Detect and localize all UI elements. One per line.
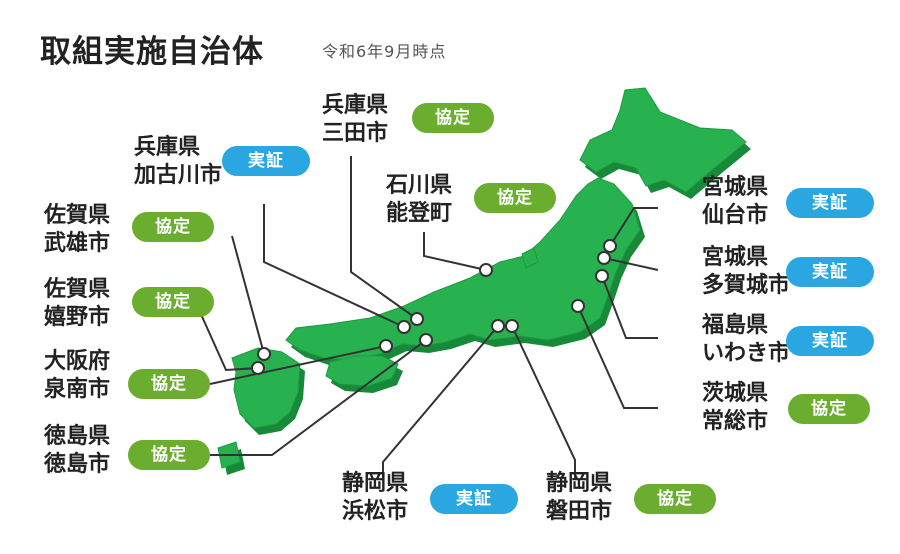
label-shizuoka-hamamatsu: 静岡県 浜松市 — [342, 470, 408, 526]
line-miyagi-sendai — [609, 207, 658, 247]
status-badge-miyagi-tagajo: 実証 — [786, 257, 874, 287]
label-ishikawa-noto: 石川県 能登町 — [386, 172, 452, 228]
pref-name: 兵庫県 — [322, 93, 389, 118]
label-fukushima-iwaki: 福島県 いわき市 — [702, 312, 790, 368]
city-name: 仙台市 — [702, 203, 769, 228]
page-title: 取組実施自治体 — [40, 34, 264, 70]
city-name: いわき市 — [702, 341, 791, 366]
marker-saga-takeo — [257, 347, 271, 361]
status-badge-saga-ureshino: 協定 — [132, 287, 214, 317]
label-tokushima: 徳島県 徳島市 — [44, 423, 110, 479]
label-saga-takeo: 佐賀県 武雄市 — [44, 202, 110, 258]
status-badge-shizuoka-hamamatsu: 実証 — [430, 484, 518, 514]
label-hyogo-kasai: 兵庫県 加古川市 — [134, 134, 222, 190]
line-hyogo-kasai — [263, 204, 405, 328]
status-badge-osaka-sennan: 協定 — [128, 369, 210, 399]
city-name: 三田市 — [322, 121, 389, 146]
city-name: 武雄市 — [44, 231, 111, 256]
city-name: 多賀城市 — [702, 273, 791, 298]
line-tokushima — [210, 339, 427, 456]
marker-ishikawa-noto — [479, 263, 493, 277]
line-osaka-sennan — [209, 345, 387, 385]
label-saga-ureshino: 佐賀県 嬉野市 — [44, 276, 110, 332]
marker-fukushima-iwaki — [595, 269, 609, 283]
hokkaido — [579, 87, 747, 193]
label-hyogo-sanda: 兵庫県 三田市 — [322, 92, 388, 148]
pref-name: 大阪府 — [44, 349, 111, 374]
shikoku — [325, 355, 399, 387]
line-hyogo-sanda — [350, 156, 418, 320]
pref-name: 福島県 — [702, 313, 769, 338]
marker-saga-ureshino — [251, 361, 265, 375]
location-markers — [251, 239, 617, 375]
pref-name: 佐賀県 — [44, 203, 111, 228]
city-name: 嬉野市 — [44, 305, 111, 330]
line-shizuoka-iwata — [511, 325, 576, 480]
marker-miyagi-sendai — [603, 239, 617, 253]
line-fukushima-iwaki — [601, 275, 658, 339]
status-badge-miyagi-sendai: 実証 — [786, 188, 874, 218]
city-name: 常総市 — [702, 409, 769, 434]
pref-name: 兵庫県 — [134, 135, 201, 160]
label-shizuoka-iwata: 静岡県 磐田市 — [546, 470, 612, 526]
marker-miyagi-tagajo — [597, 251, 611, 265]
marker-tokushima — [419, 333, 433, 347]
line-saga-ureshino — [199, 311, 259, 372]
pref-name: 茨城県 — [702, 381, 769, 406]
line-miyagi-tagajo — [603, 257, 659, 271]
city-name: 泉南市 — [44, 377, 111, 402]
pref-name: 静岡県 — [546, 471, 613, 496]
status-badge-ishikawa-noto: 協定 — [474, 183, 556, 213]
pref-name: 宮城県 — [702, 175, 769, 200]
city-name: 磐田市 — [546, 499, 613, 524]
marker-shizuoka-hamamatsu — [491, 319, 505, 333]
pref-name: 佐賀県 — [44, 277, 111, 302]
status-badge-saga-takeo: 協定 — [132, 212, 214, 242]
line-ibaraki-joso — [577, 305, 658, 409]
pref-name: 宮城県 — [702, 245, 769, 270]
status-badge-fukushima-iwaki: 実証 — [786, 326, 874, 356]
status-badge-hyogo-kasai: 実証 — [222, 146, 310, 176]
status-badge-hyogo-sanda: 協定 — [412, 103, 494, 133]
pref-name: 石川県 — [386, 173, 453, 198]
city-name: 浜松市 — [342, 499, 409, 524]
marker-ibaraki-joso — [571, 299, 585, 313]
as-of-date: 令和6年9月時点 — [322, 42, 447, 61]
pref-name: 静岡県 — [342, 471, 409, 496]
marker-osaka-sennan — [379, 339, 393, 353]
city-name: 能登町 — [386, 201, 453, 226]
status-badge-ibaraki-joso: 協定 — [788, 394, 870, 424]
label-ibaraki-joso: 茨城県 常総市 — [702, 380, 768, 436]
line-ishikawa-noto — [423, 232, 487, 271]
marker-hyogo-kasai — [397, 320, 411, 334]
label-miyagi-tagajo: 宮城県 多賀城市 — [702, 244, 790, 300]
leader-lines — [199, 156, 659, 480]
label-miyagi-sendai: 宮城県 仙台市 — [702, 174, 768, 230]
city-name: 徳島市 — [44, 452, 111, 477]
marker-shizuoka-iwata — [505, 319, 519, 333]
line-saga-takeo — [231, 235, 265, 355]
line-shizuoka-hamamatsu — [382, 325, 499, 480]
city-name: 加古川市 — [134, 163, 223, 188]
sado-island — [521, 247, 539, 269]
status-badge-tokushima: 協定 — [128, 440, 210, 470]
marker-hyogo-sanda — [410, 312, 424, 326]
pref-name: 徳島県 — [44, 424, 111, 449]
label-osaka-sennan: 大阪府 泉南市 — [44, 348, 110, 404]
status-badge-shizuoka-iwata: 協定 — [634, 484, 716, 514]
